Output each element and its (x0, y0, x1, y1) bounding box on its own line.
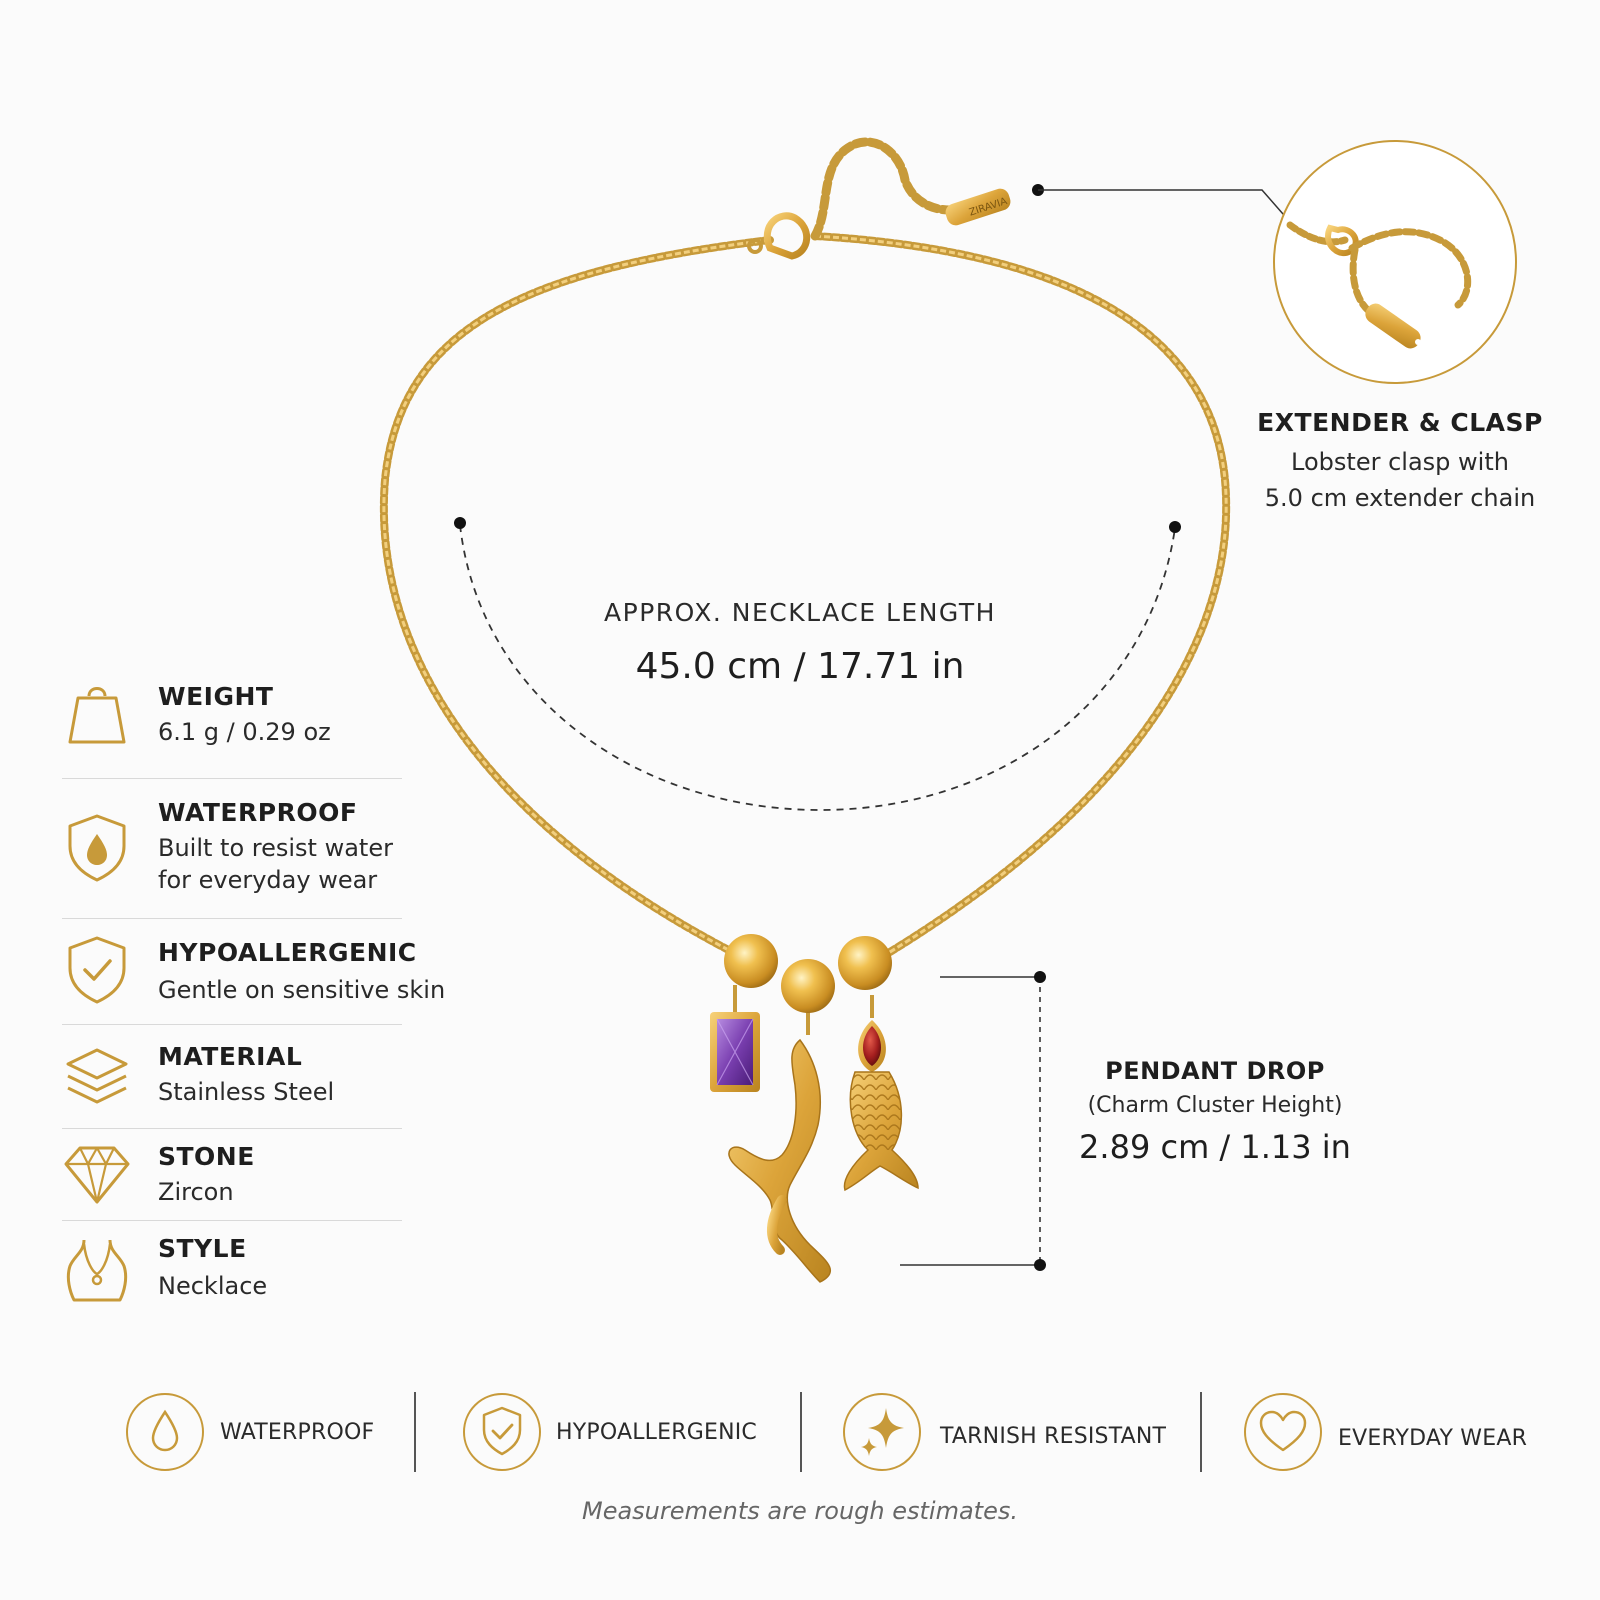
badge-label-everyday-wear: EVERYDAY WEAR (1338, 1426, 1528, 1451)
pendant-drop-subtitle: (Charm Cluster Height) (1087, 1093, 1343, 1118)
droplet-icon (126, 1393, 204, 1471)
spec-divider (62, 778, 402, 779)
spec-title-hypoallergenic: HYPOALLERGENIC (158, 938, 417, 967)
diamond-icon (64, 1146, 130, 1204)
spec-text-style: Necklace (158, 1272, 268, 1300)
spec-text-waterproof-2: for everyday wear (158, 866, 378, 894)
badge-separator (1200, 1392, 1202, 1472)
spec-divider (62, 918, 402, 919)
spec-title-stone: STONE (158, 1142, 255, 1171)
spec-divider (62, 1024, 402, 1025)
spec-text-weight: 6.1 g / 0.29 oz (158, 718, 331, 746)
badge-label-waterproof: WATERPROOF (220, 1420, 375, 1445)
spec-text-hypoallergenic: Gentle on sensitive skin (158, 976, 446, 1004)
extender-chain: ZIRAVIA (747, 137, 1011, 260)
necklace-length-label: APPROX. NECKLACE LENGTH (604, 598, 996, 627)
spec-title-weight: WEIGHT (158, 682, 274, 711)
extender-title: EXTENDER & CLASP (1257, 408, 1543, 437)
spec-title-style: STYLE (158, 1234, 247, 1263)
water-shield-icon (68, 814, 126, 882)
spec-divider (62, 1128, 402, 1129)
layers-icon (66, 1048, 128, 1104)
badge-separator (800, 1392, 802, 1472)
check-shield-icon (68, 936, 126, 1004)
sparkle-icon (843, 1393, 921, 1471)
heart-icon (1244, 1393, 1322, 1471)
spec-text-material: Stainless Steel (158, 1078, 335, 1106)
badge-label-tarnish-resistant: TARNISH RESISTANT (940, 1424, 1167, 1449)
badge-label-hypoallergenic: HYPOALLERGENIC (556, 1420, 757, 1445)
spec-text-stone: Zircon (158, 1178, 234, 1206)
pendant-drop-value: 2.89 cm / 1.13 in (1079, 1128, 1351, 1166)
badge-separator (414, 1392, 416, 1472)
charm-cluster (710, 934, 919, 1283)
spec-title-waterproof: WATERPROOF (158, 798, 358, 827)
pendant-drop-bracket (900, 971, 1046, 1271)
extender-callout (1032, 140, 1517, 384)
pendant-drop-title: PENDANT DROP (1105, 1057, 1325, 1085)
measurement-disclaimer: Measurements are rough estimates. (582, 1497, 1018, 1525)
necklace-bust-icon (66, 1239, 128, 1302)
spec-divider (62, 1220, 402, 1221)
necklace-length-value: 45.0 cm / 17.71 in (635, 646, 965, 687)
extender-line-2: 5.0 cm extender chain (1264, 484, 1536, 512)
spec-title-material: MATERIAL (158, 1042, 303, 1071)
extender-line-1: Lobster clasp with (1291, 448, 1509, 476)
shield-check-icon (463, 1393, 541, 1471)
spec-text-waterproof-1: Built to resist water (158, 834, 393, 862)
weight-icon (68, 687, 126, 744)
chain (379, 232, 1231, 964)
length-dimension-arc (454, 517, 1181, 811)
